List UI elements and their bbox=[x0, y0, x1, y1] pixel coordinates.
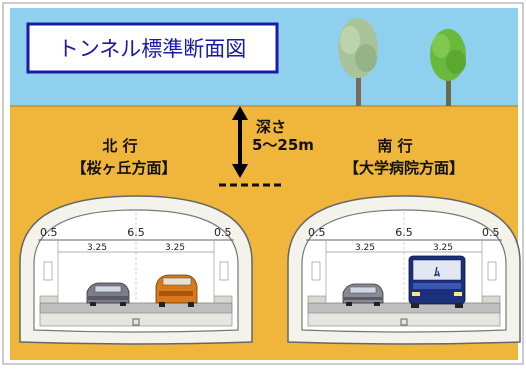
south-lane-right: 3.25 bbox=[433, 243, 453, 253]
south-lane-left: 3.25 bbox=[355, 243, 375, 253]
diagram-title: トンネル標準断面図 bbox=[58, 37, 247, 61]
svg-text:ﾑ: ﾑ bbox=[434, 265, 440, 279]
tree-icon-right bbox=[430, 29, 466, 106]
tree-icon-left bbox=[338, 18, 378, 106]
orange-car-icon bbox=[155, 274, 198, 307]
title-box bbox=[26, 22, 279, 74]
depth-arrow bbox=[232, 106, 248, 178]
depth-value: 5～25m bbox=[252, 136, 314, 154]
south-shoulder-left: 0.5 bbox=[308, 226, 326, 239]
silver-car-icon bbox=[342, 283, 384, 306]
north-direction-label: 北 行 bbox=[102, 137, 137, 155]
north-shoulder-left: 0.5 bbox=[40, 226, 58, 239]
north-total-width: 6.5 bbox=[127, 226, 145, 239]
north-lane-right: 3.25 bbox=[165, 243, 185, 253]
depth-label: 深さ bbox=[256, 118, 286, 136]
north-shoulder-right: 0.5 bbox=[214, 226, 232, 239]
south-shoulder-right: 0.5 bbox=[482, 226, 500, 239]
grey-car-icon bbox=[86, 282, 130, 306]
south-total-width: 6.5 bbox=[395, 226, 413, 239]
north-lane-left: 3.25 bbox=[87, 243, 107, 253]
south-direction-label: 南 行 bbox=[377, 137, 412, 155]
bus-icon: ﾑ bbox=[408, 255, 466, 308]
south-destination-label: 【大学病院方面】 bbox=[344, 159, 464, 177]
north-destination-label: 【桜ヶ丘方面】 bbox=[71, 159, 176, 177]
north-tunnel bbox=[19, 195, 253, 345]
south-tunnel bbox=[287, 195, 521, 345]
